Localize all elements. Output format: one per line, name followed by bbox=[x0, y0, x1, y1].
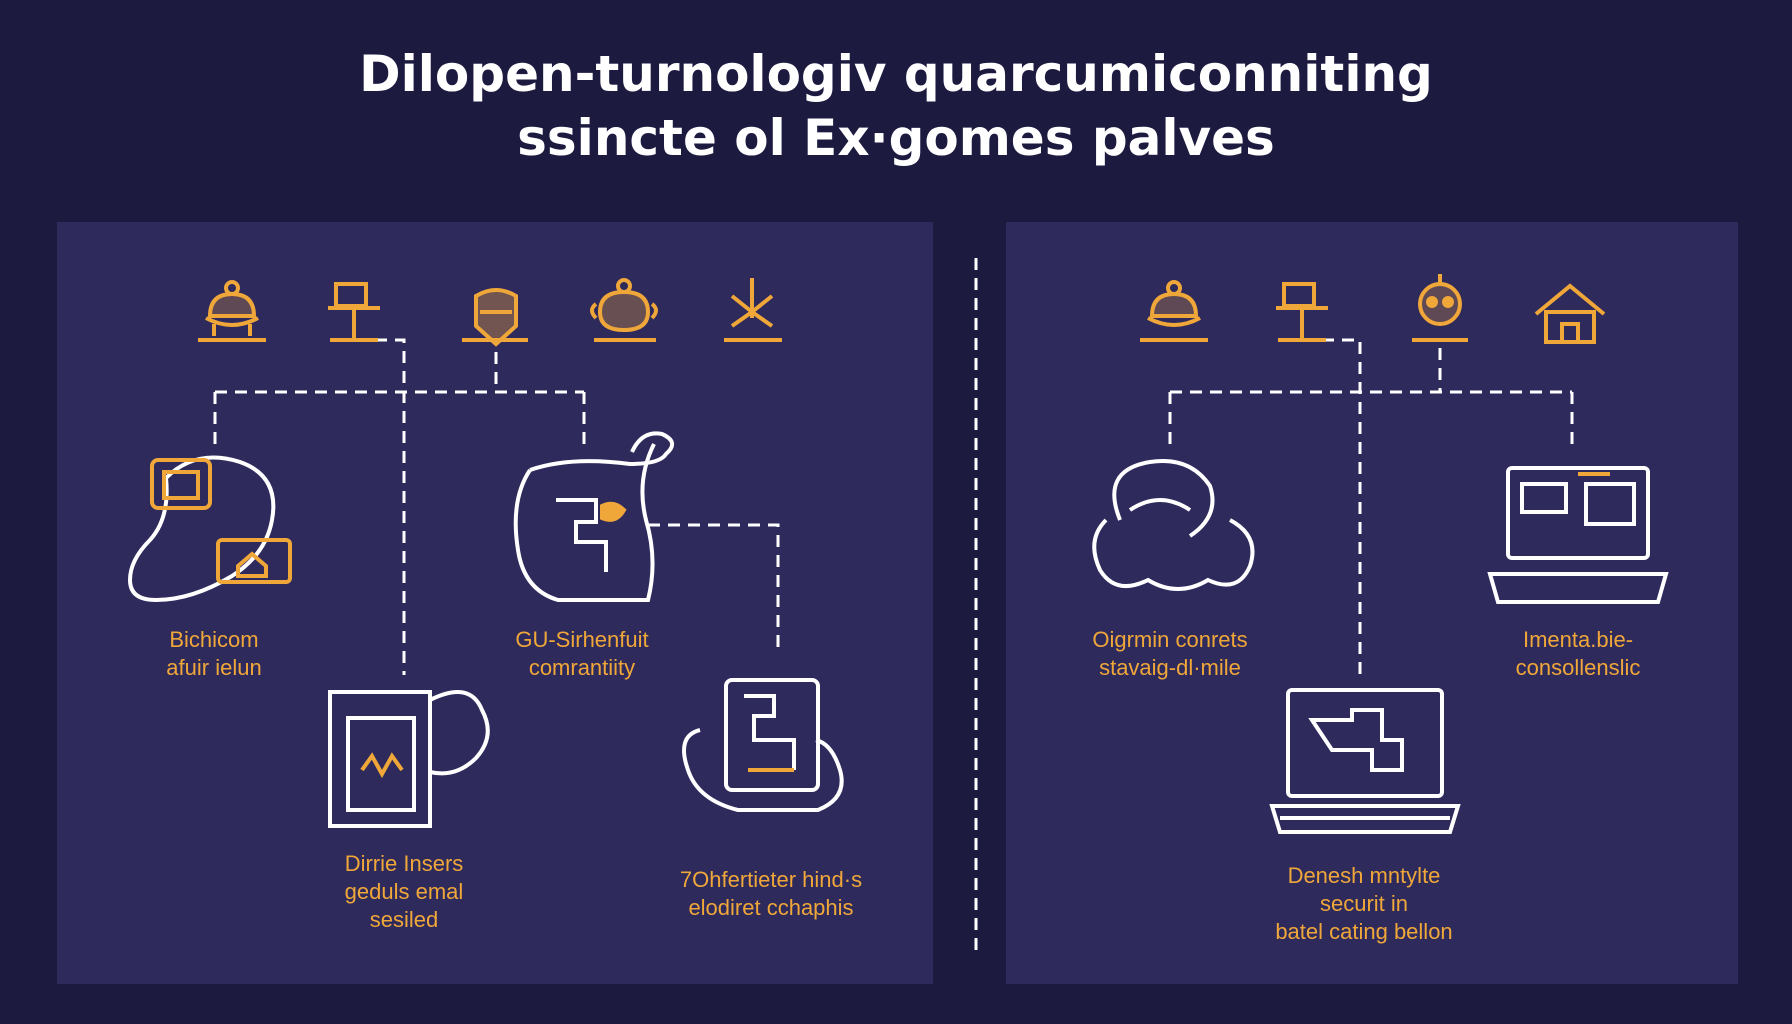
scroll-icon bbox=[513, 431, 674, 602]
connectors bbox=[213, 258, 1574, 958]
connector-right-desk bbox=[1302, 338, 1362, 680]
title-line-1: Dilopen-turnologiv quarcumiconniting bbox=[359, 45, 1433, 103]
monitor-wave-icon bbox=[328, 690, 490, 828]
laptop-map-icon bbox=[1269, 688, 1461, 834]
pot-icon bbox=[590, 278, 658, 342]
house-icon bbox=[1534, 283, 1606, 344]
connector-left-scroll-right bbox=[648, 523, 780, 655]
laptop-icon bbox=[1487, 466, 1669, 604]
shield-icon bbox=[462, 288, 528, 347]
phone-badge-icon bbox=[127, 455, 292, 603]
node-label-2: GU-Sirhenfuit comrantiity bbox=[515, 627, 649, 680]
lantern-icon bbox=[198, 280, 266, 342]
cloud-person-icon bbox=[1092, 459, 1255, 591]
desk-icon-right bbox=[1276, 282, 1328, 342]
connector-left-desk bbox=[355, 338, 406, 675]
node-label-1: Bichicom afuir ielun bbox=[166, 627, 262, 680]
blueprint-icon bbox=[682, 678, 844, 812]
node-label-3: Dirrie Insers geduls emal sesiled bbox=[344, 851, 464, 932]
node-label-6: Imenta.bie- consollenslic bbox=[1515, 627, 1641, 680]
title-line-2: ssincte ol Ex·gomes palves bbox=[517, 109, 1275, 167]
antenna-icon bbox=[724, 278, 782, 342]
robot-icon bbox=[1412, 274, 1468, 342]
node-label-5: Oigrmin conrets stavaig-dl·mile bbox=[1092, 627, 1248, 680]
lantern-icon-right bbox=[1140, 280, 1208, 342]
page-title: Dilopen-turnologiv quarcumiconniting ssi… bbox=[0, 42, 1792, 170]
left-panel bbox=[57, 222, 933, 984]
node-label-4: 7Ohfertieter hind·s elodiret cchaphis bbox=[679, 867, 863, 920]
node-label-7: Denesh mntylte securit in batel cating b… bbox=[1275, 863, 1453, 944]
desk-icon bbox=[328, 282, 380, 342]
